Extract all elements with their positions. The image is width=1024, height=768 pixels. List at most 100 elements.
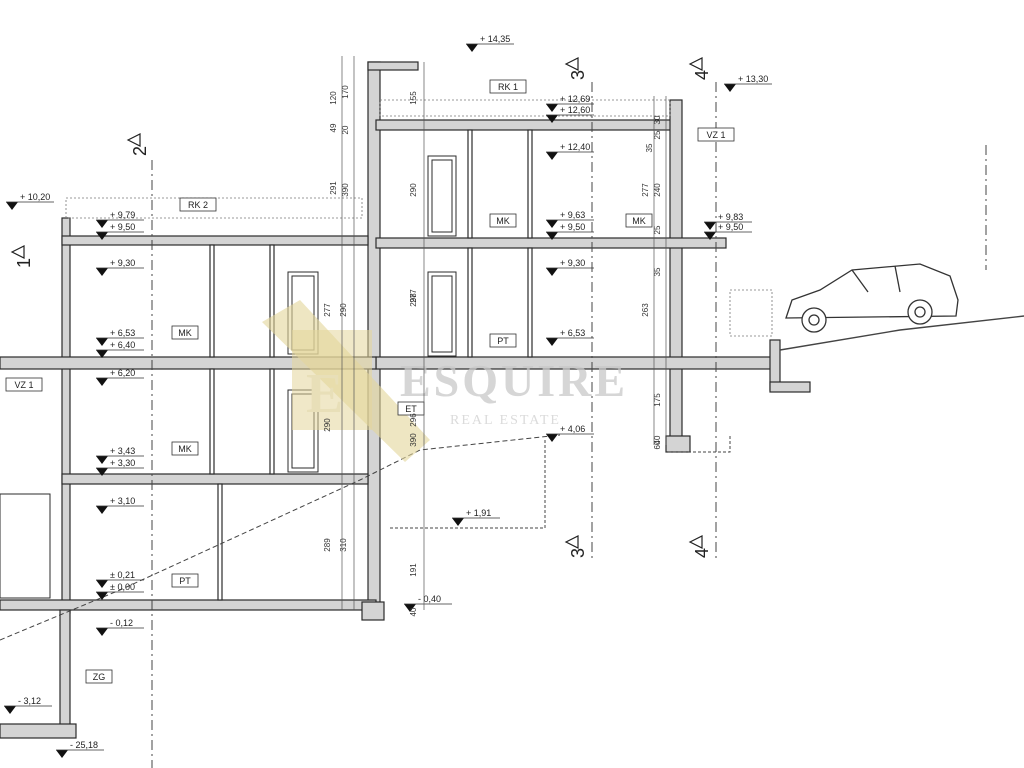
section-axis-label: 3: [568, 548, 588, 558]
level-triangle-icon: [704, 232, 716, 240]
dimension-label: 277: [409, 289, 418, 303]
level-mark: + 3,10: [110, 496, 135, 506]
level-mark: ± 0,21: [110, 570, 135, 580]
dimension-label: 49: [329, 123, 338, 132]
dimension-label: 289: [323, 538, 332, 552]
level-mark: + 9,50: [718, 222, 743, 232]
level-mark: + 6,40: [110, 340, 135, 350]
level-triangle-icon: [546, 115, 558, 123]
level-triangle-icon: [4, 706, 16, 714]
room-tag: VZ 1: [14, 380, 33, 390]
level-triangle-icon: [546, 104, 558, 112]
dimension-label: 120: [329, 91, 338, 105]
level-triangle-icon: [452, 518, 464, 526]
level-marks: + 14,35+ 13,30+ 12,69+ 12,60+ 12,40+ 10,…: [4, 34, 772, 758]
dimension-label: 291: [329, 181, 338, 195]
level-mark: - 25,18: [70, 740, 98, 750]
level-mark: + 6,53: [560, 328, 585, 338]
level-mark: ± 0,00: [110, 582, 135, 592]
dimension-label: 290: [409, 183, 418, 197]
level-triangle-icon: [546, 338, 558, 346]
section-arrow-icon: [688, 57, 703, 71]
level-triangle-icon: [96, 580, 108, 588]
level-triangle-icon: [96, 378, 108, 386]
dimension-label: 170: [341, 85, 350, 99]
level-triangle-icon: [546, 268, 558, 276]
room-tag: PT: [497, 336, 509, 346]
room-tag: RK 1: [498, 82, 518, 92]
section-arrow-icon: [688, 535, 703, 549]
level-mark: + 9,79: [110, 210, 135, 220]
dimension-label: 191: [409, 563, 418, 577]
level-triangle-icon: [724, 84, 736, 92]
section-axis-label: 1: [14, 258, 34, 268]
level-mark: + 13,30: [738, 74, 768, 84]
dimension-label: 25: [653, 130, 662, 139]
section-arrow-icon: [564, 57, 579, 71]
room-tag: VZ 1: [706, 130, 725, 140]
level-mark: + 9,30: [110, 258, 135, 268]
level-triangle-icon: [96, 232, 108, 240]
level-mark: - 3,12: [18, 696, 41, 706]
level-triangle-icon: [96, 468, 108, 476]
dimension-label: 298: [409, 293, 418, 307]
room-tag: MK: [632, 216, 646, 226]
dimension-label: 35: [645, 143, 654, 152]
room-tag: MK: [496, 216, 510, 226]
level-triangle-icon: [96, 350, 108, 358]
structure: [0, 61, 811, 739]
dimension-label: 35: [653, 267, 662, 276]
terrain: [0, 315, 1024, 641]
dimension-label: 20: [341, 125, 350, 134]
car-icon: [785, 263, 959, 333]
section-axis-label: 4: [692, 548, 712, 558]
level-triangle-icon: [96, 268, 108, 276]
level-mark: + 6,20: [110, 368, 135, 378]
dimension-label: 25: [653, 225, 662, 234]
dimension-label: 175: [653, 393, 662, 407]
section-axis-label: 2: [130, 146, 150, 156]
room-tag: MK: [178, 328, 192, 338]
dimension-label: 290: [323, 418, 332, 432]
section-arrow-icon: [564, 535, 579, 549]
level-mark: + 12,69: [560, 94, 590, 104]
dimension-label: 240: [653, 183, 662, 197]
level-mark: + 12,60: [560, 105, 590, 115]
dimension-label: 40: [653, 435, 662, 444]
level-mark: + 6,53: [110, 328, 135, 338]
level-mark: + 14,35: [480, 34, 510, 44]
section-axis-label: 4: [692, 70, 712, 80]
level-triangle-icon: [546, 152, 558, 160]
room-tag: RK 2: [188, 200, 208, 210]
level-mark: + 3,30: [110, 458, 135, 468]
level-mark: + 3,43: [110, 446, 135, 456]
level-mark: - 0,12: [110, 618, 133, 628]
level-mark: + 10,20: [20, 192, 50, 202]
dimension-label: 277: [323, 303, 332, 317]
level-triangle-icon: [96, 592, 108, 600]
level-triangle-icon: [56, 750, 68, 758]
dimension-label: 296: [409, 413, 418, 427]
section-arrow-icon: [10, 245, 25, 259]
dimension-label: 390: [341, 183, 350, 197]
dimension-label: 30: [653, 115, 662, 124]
dimension-label: 155: [409, 91, 418, 105]
dimension-label: 40: [409, 607, 418, 616]
level-triangle-icon: [546, 232, 558, 240]
watermark-tagline: REAL ESTATE: [450, 413, 561, 428]
level-mark: - 0,40: [418, 594, 441, 604]
level-mark: + 9,30: [560, 258, 585, 268]
level-triangle-icon: [546, 434, 558, 442]
room-tag: ZG: [93, 672, 106, 682]
level-mark: + 9,63: [560, 210, 585, 220]
level-triangle-icon: [96, 506, 108, 514]
level-mark: + 9,50: [560, 222, 585, 232]
section-axis-lines: [151, 82, 987, 768]
section-arrow-icon: [126, 133, 141, 147]
level-triangle-icon: [404, 604, 416, 612]
level-triangle-icon: [546, 220, 558, 228]
